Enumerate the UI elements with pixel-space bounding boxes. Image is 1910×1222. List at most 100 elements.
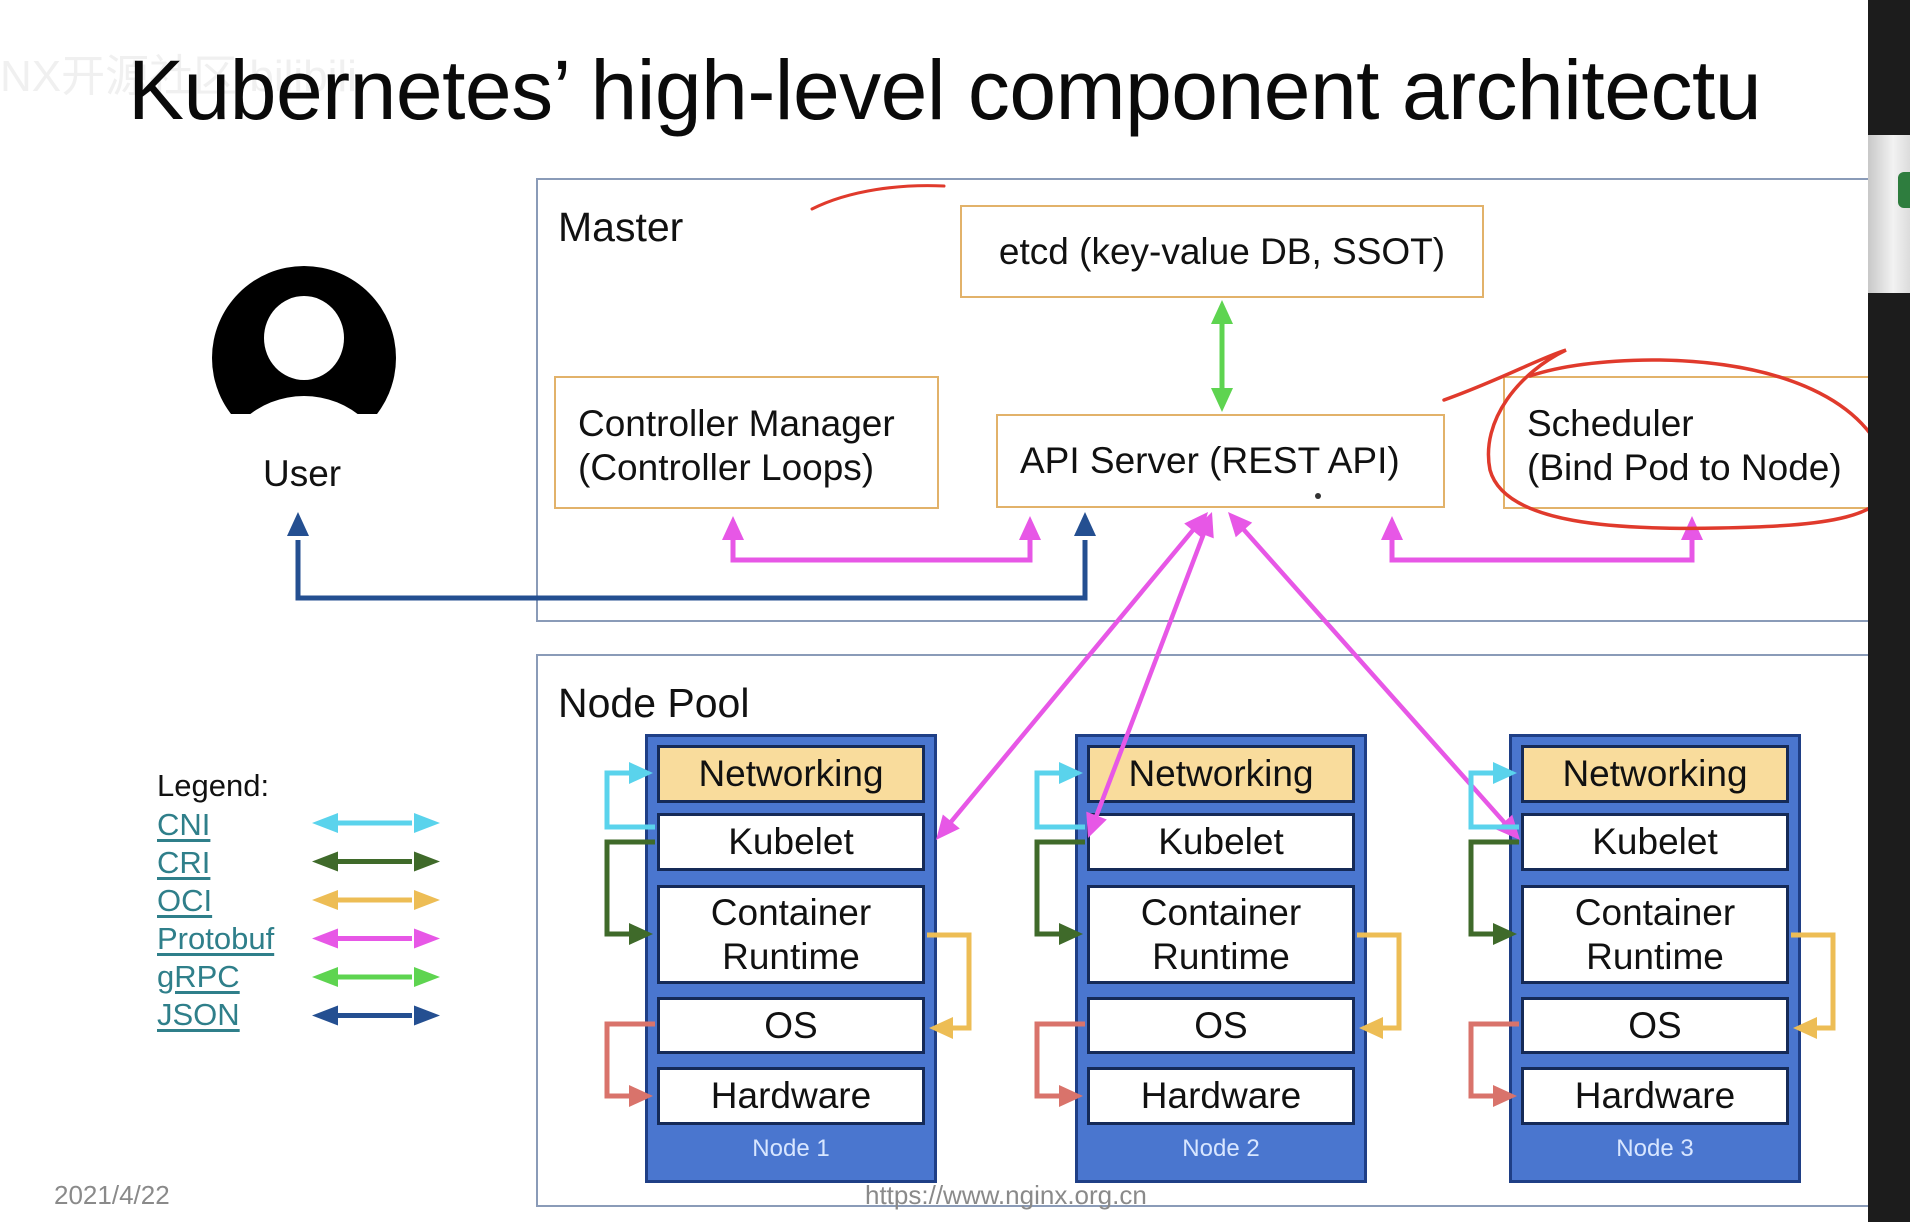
arrow-head-icon (312, 890, 338, 910)
controller-manager-title: Controller Manager (578, 403, 895, 444)
os-layer: OS (1521, 997, 1789, 1054)
legend-cri-link[interactable]: CRI (157, 845, 211, 880)
arrow-head-icon (287, 512, 309, 536)
api-server-label: API Server (REST API) (1020, 440, 1400, 481)
legend-json-link[interactable]: JSON (157, 997, 240, 1032)
oci-link (927, 932, 972, 1031)
arrow-head-icon (1059, 923, 1083, 945)
node-name: Node 1 (752, 1135, 830, 1162)
cursor-dot (1315, 493, 1321, 499)
etcd-component[interactable]: etcd (key-value DB, SSOT) (960, 205, 1484, 298)
arrow-head-icon (1059, 1085, 1083, 1107)
cri-link (1468, 839, 1519, 937)
legend-title: Legend: (157, 768, 270, 803)
arrow-head-icon (1493, 1085, 1517, 1107)
master-label: Master (558, 204, 684, 250)
node-name: Node 2 (1182, 1135, 1260, 1162)
user-api-link (295, 540, 1088, 601)
os-hardware-link (604, 1021, 655, 1099)
arrow-head-icon (1074, 512, 1096, 536)
oci-link (1357, 932, 1402, 1031)
user-label: User (263, 453, 342, 494)
arrow-head-icon (1211, 300, 1233, 324)
os-hardware-link (1034, 1021, 1085, 1099)
kubelet-layer: Kubelet (1521, 813, 1789, 871)
arrow-head-icon (312, 813, 338, 833)
arrow-head-icon (1086, 811, 1107, 838)
networking-layer: Networking (1087, 745, 1355, 803)
nginx-logo-icon (1898, 172, 1910, 208)
hardware-layer: Hardware (1087, 1067, 1355, 1125)
os-hardware-link (1468, 1021, 1519, 1099)
node-pool-label: Node Pool (558, 680, 750, 726)
controller-manager-component[interactable]: Controller Manager (Controller Loops) (554, 376, 939, 509)
api-kubelet-link (947, 527, 1196, 827)
arrow-head-icon (936, 814, 960, 840)
arrow-head-icon (1493, 923, 1517, 945)
arrow-head-icon (1359, 1017, 1383, 1039)
os-layer: OS (657, 997, 925, 1054)
legend-cni-link[interactable]: CNI (157, 807, 211, 842)
controller-manager-subtitle: (Controller Loops) (578, 447, 875, 488)
hardware-layer: Hardware (657, 1067, 925, 1125)
api-kubelet-link (1093, 531, 1207, 821)
kubelet-layer: Kubelet (657, 813, 925, 871)
arrow-head-icon (929, 1017, 953, 1039)
cni-link (604, 770, 655, 830)
node-3[interactable]: Networking Kubelet Container Runtime OS … (1509, 734, 1801, 1183)
arrow-head-icon (312, 928, 338, 949)
arrow-head-icon (1193, 512, 1214, 539)
arrow-head-icon (312, 851, 338, 872)
cri-link (1034, 839, 1085, 937)
kubelet-layer: Kubelet (1087, 813, 1355, 871)
etcd-label: etcd (key-value DB, SSOT) (998, 230, 1446, 272)
controller-api-link (730, 540, 1033, 563)
arrow-head-icon (722, 516, 744, 540)
arrow-head-icon (1493, 762, 1517, 784)
cri-link (604, 839, 655, 937)
node-1[interactable]: Networking Kubelet Container Runtime OS … (645, 734, 937, 1183)
arrow-head-icon (414, 928, 440, 949)
oci-link (1791, 932, 1836, 1031)
api-server-component[interactable]: API Server (REST API) (996, 414, 1445, 508)
slide-title: Kubernetes’ high-level component archite… (128, 43, 1762, 137)
networking-layer: Networking (1521, 745, 1789, 803)
webcam-thumbnail (1868, 135, 1910, 293)
arrow-head-icon (1793, 1017, 1817, 1039)
scheduler-subtitle: (Bind Pod to Node) (1527, 447, 1842, 488)
legend-protobuf-link[interactable]: Protobuf (157, 921, 275, 956)
os-layer: OS (1087, 997, 1355, 1054)
node-2[interactable]: Networking Kubelet Container Runtime OS … (1075, 734, 1367, 1183)
legend-oci-link[interactable]: OCI (157, 883, 213, 918)
arrow-head-icon (414, 851, 440, 872)
cni-link (1468, 770, 1519, 830)
arrow-head-icon (414, 890, 440, 910)
node-name: Node 3 (1616, 1135, 1694, 1162)
api-kubelet-link (1240, 526, 1509, 827)
arrow-head-icon (414, 1005, 440, 1026)
annotation-stroke (810, 184, 946, 211)
arrow-head-icon (414, 967, 440, 987)
video-watermark: NX开源社区 bilibili (0, 52, 357, 101)
hardware-layer: Hardware (1521, 1067, 1789, 1125)
legend: Legend: CNI CRI OCI Protobuf gRPC JSON (157, 766, 274, 1034)
container-runtime-layer: Container Runtime (657, 885, 925, 984)
legend-grpc-link[interactable]: gRPC (157, 959, 240, 994)
source-url: https://www.nginx.org.cn (865, 1180, 1147, 1210)
scheduler-component[interactable]: Scheduler (Bind Pod to Node) (1503, 376, 1910, 509)
arrow-head-icon (312, 1005, 338, 1026)
arrow-head-icon (312, 967, 338, 987)
scheduler-highlight-circle (1442, 348, 1891, 531)
container-runtime-layer: Container Runtime (1087, 885, 1355, 984)
arrow-head-icon (414, 813, 440, 833)
arrow-head-icon (629, 923, 653, 945)
arrow-head-icon (629, 1085, 653, 1107)
slide-date: 2021/4/22 (54, 1180, 170, 1210)
cni-link (1034, 770, 1085, 830)
arrow-head-icon (629, 762, 653, 784)
arrow-head-icon (1211, 388, 1233, 412)
arrow-head-icon (1059, 762, 1083, 784)
arrow-head-icon (1381, 516, 1403, 540)
scheduler-title: Scheduler (1527, 403, 1694, 444)
